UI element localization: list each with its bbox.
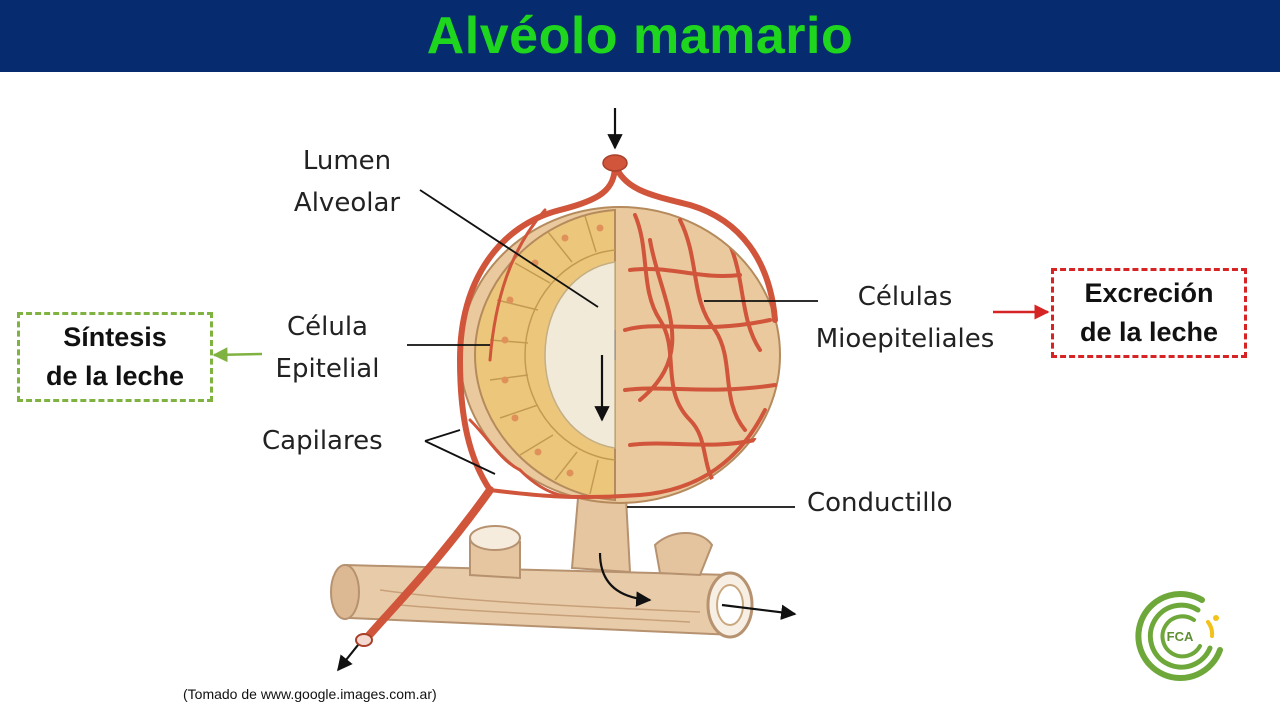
label-capilares: Capilares [262,426,383,456]
label-celula-line2: Epitelial [275,354,380,384]
label-mioepiteliales-line1: Células [857,282,953,312]
sintesis-arrow [212,347,263,363]
leader-lines [407,189,818,508]
myoepithelial-network [623,213,777,492]
sintesis-line2: de la leche [45,361,185,391]
excrecion-line2: de la leche [1079,317,1219,347]
sintesis-callout: Síntesis de la leche [17,312,213,402]
flow-arrows [337,108,797,672]
label-lumen-alveolar: Lumen Alveolar [287,140,407,224]
epithelial-cell-layer [489,215,616,495]
excrecion-line1: Excreción [1084,278,1214,308]
collecting-duct [330,525,754,639]
label-conductillo: Conductillo [807,488,953,518]
page-title: Alvéolo mamario [426,7,854,65]
sintesis-line1: Síntesis [63,322,167,352]
fca-logo: FCA [1135,591,1223,681]
excrecion-callout: Excreción de la leche [1051,268,1247,358]
title-bar: Alvéolo mamario [0,0,1280,72]
source-caption: (Tomado de www.google.images.com.ar) [183,686,437,702]
lumen-alveolar [544,261,616,449]
label-celula-epitelial: Célula Epitelial [265,306,390,390]
label-celula-line1: Célula [286,312,368,342]
fca-logo-text: FCA [1167,629,1194,644]
label-lumen-line1: Lumen [302,146,392,176]
capillaries [361,162,778,644]
label-mioepiteliales-line2: Mioepiteliales [815,324,995,354]
label-lumen-line2: Alveolar [293,188,401,218]
label-celulas-mioepiteliales: Células Mioepiteliales [795,276,1015,360]
alveolus-sphere [459,206,781,504]
